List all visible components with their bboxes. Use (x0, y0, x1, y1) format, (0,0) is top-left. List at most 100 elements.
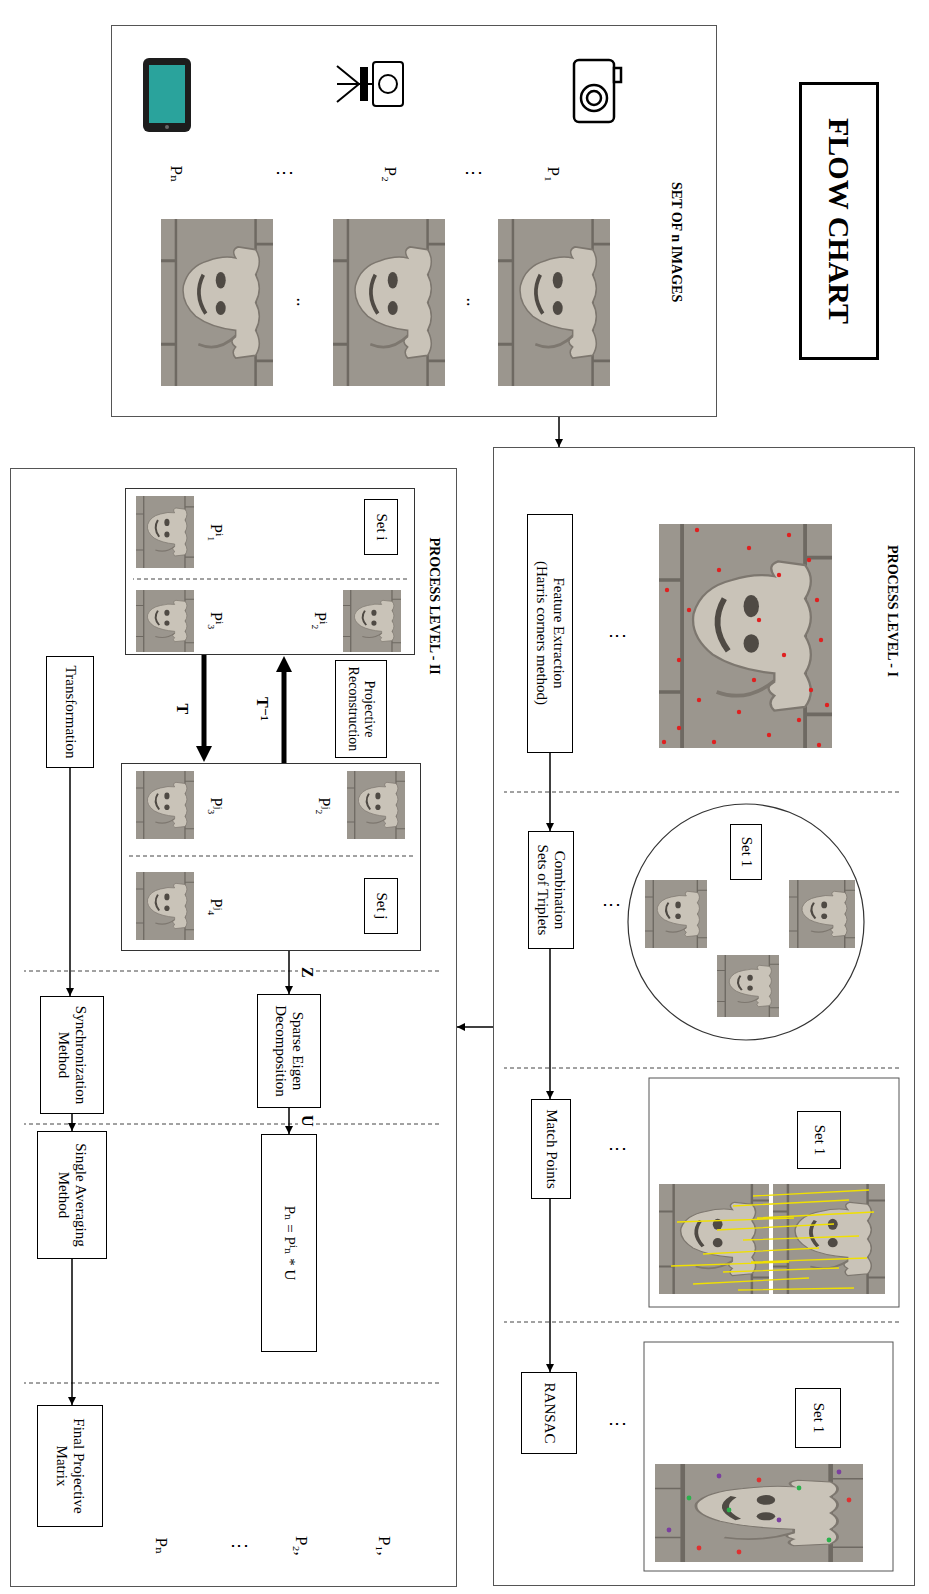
box-label: Pₙ = Pⁱₙ * U (280, 1142, 297, 1344)
box-label: Final Projective Matrix (53, 1413, 88, 1519)
process-panel: PROCESS LEVEL - I Set 1 Set 1 Set 1 Feature … (493, 447, 915, 1586)
title-box: FLOW CHART (799, 82, 879, 360)
box-label: RANSAC (540, 1380, 557, 1446)
process-box: Transformation (46, 656, 94, 768)
edge-label: U (298, 1113, 316, 1129)
edge-label: T (173, 702, 191, 717)
view-label: Pⁱ₁ (207, 524, 225, 542)
triplet-circle (628, 804, 864, 1040)
photo (136, 590, 194, 652)
flow-arrow (282, 663, 287, 763)
free-label: ⋮ (607, 627, 627, 645)
free-label: Pₙ (152, 1538, 171, 1555)
photo (498, 219, 610, 386)
harris-corner-dots (662, 528, 829, 747)
tablet-icon (143, 58, 191, 132)
view-label: Pₙ (166, 166, 186, 183)
process-box: Projective Reconstruction (335, 660, 387, 758)
box-label: FLOW CHART (822, 92, 857, 350)
panel-heading: PROCESS LEVEL - I (884, 545, 900, 677)
flow-arrow (71, 1114, 73, 1131)
view-label: Pʲ₂ (315, 798, 333, 815)
flow-arrow (202, 655, 207, 755)
photo (136, 872, 194, 940)
photo (347, 771, 405, 839)
photo (333, 219, 445, 386)
process-panel: PROCESS LEVEL - II Pⁱ₁ Pⁱ₂ Pⁱ₃ Set i Projecti… (10, 468, 457, 1587)
free-label: ⋮ (607, 1415, 627, 1433)
box-label: Sparse Eigen Decomposition (272, 1002, 307, 1100)
flow-arrow (558, 417, 560, 447)
process-box: Final Projective Matrix (37, 1405, 103, 1527)
flow-arrow (549, 753, 551, 831)
photo (659, 1184, 769, 1294)
box-label: Match Points (542, 1106, 559, 1192)
process-box: Single Averaging Method (37, 1131, 107, 1259)
flow-arrow (69, 768, 71, 996)
view-label: Pʲ₄ (207, 899, 225, 916)
set-box: Set i (364, 499, 398, 555)
process-box: Synchronization Method (40, 996, 104, 1114)
box-label: Set i (372, 507, 389, 547)
free-label: ⋮ (607, 1140, 627, 1158)
box-label: Set 1 (737, 832, 754, 872)
flow-arrow (288, 951, 290, 994)
image-set-group: Pʲ₂Pʲ₃Pʲ₄Set j (121, 763, 421, 951)
box-label: Set 1 (810, 1119, 827, 1161)
photo (655, 1464, 863, 1562)
view-label: Pⁱ₂ (311, 612, 329, 630)
box-label: Feature Extraction (Harris corners metho… (533, 559, 568, 708)
panel-heading: SET OF n IMAGES (668, 182, 684, 302)
inlier-dots (667, 1470, 852, 1555)
image-set-panel: SET OF n IMAGESP₁P₂Pₙ (111, 25, 717, 417)
photo (659, 524, 832, 748)
photo (136, 771, 194, 839)
flow-arrow (288, 1108, 290, 1134)
free-label: P₂, (292, 1536, 311, 1556)
photo (161, 219, 273, 386)
process-box: RANSAC (521, 1372, 577, 1454)
process-box: Feature Extraction (Harris corners metho… (527, 514, 573, 753)
flow-arrow (549, 949, 551, 1099)
panel-heading: PROCESS LEVEL - II (426, 538, 442, 675)
set-box: Set 1 (797, 1111, 841, 1169)
set-box: Set j (364, 878, 398, 934)
free-label: .. (292, 298, 312, 307)
free-label: P₁, (375, 1536, 394, 1556)
box-label: Transformation (61, 664, 78, 760)
box-label: Single Averaging Method (55, 1139, 90, 1251)
match-lines (671, 1190, 874, 1290)
box-label: Set j (372, 886, 389, 926)
match-frame (649, 1078, 899, 1307)
box-label: Synchronization Method (55, 1004, 90, 1106)
free-label: ⋮ (601, 896, 621, 914)
photo (343, 590, 401, 652)
edge-label: Z (298, 965, 316, 980)
view-label: Pⁱ₃ (207, 612, 225, 630)
photo (789, 880, 855, 948)
box-label: Projective Reconstruction (345, 665, 377, 753)
ransac-frame (644, 1342, 893, 1571)
free-label: .. (462, 298, 482, 307)
flow-arrow (549, 1199, 551, 1372)
process-box: Sparse Eigen Decomposition (257, 994, 321, 1108)
edge-label: T⁻¹ (253, 695, 271, 723)
photo (717, 955, 779, 1017)
view-label: P₁ (543, 167, 563, 182)
free-label: ⋮ (274, 164, 294, 182)
free-label: ⋮ (229, 1537, 249, 1555)
box-label: Combination Sets of Triplets (534, 839, 569, 941)
process-box: Match Points (531, 1099, 571, 1199)
tripod-camera-icon (337, 62, 403, 106)
box-label: Set 1 (809, 1396, 826, 1440)
photo (645, 880, 707, 948)
equation-box: Pₙ = Pⁱₙ * U (261, 1134, 317, 1352)
camera-icon (574, 60, 621, 122)
photo (136, 496, 194, 568)
process-box: Combination Sets of Triplets (528, 831, 574, 949)
flow-arrow (457, 1026, 493, 1028)
